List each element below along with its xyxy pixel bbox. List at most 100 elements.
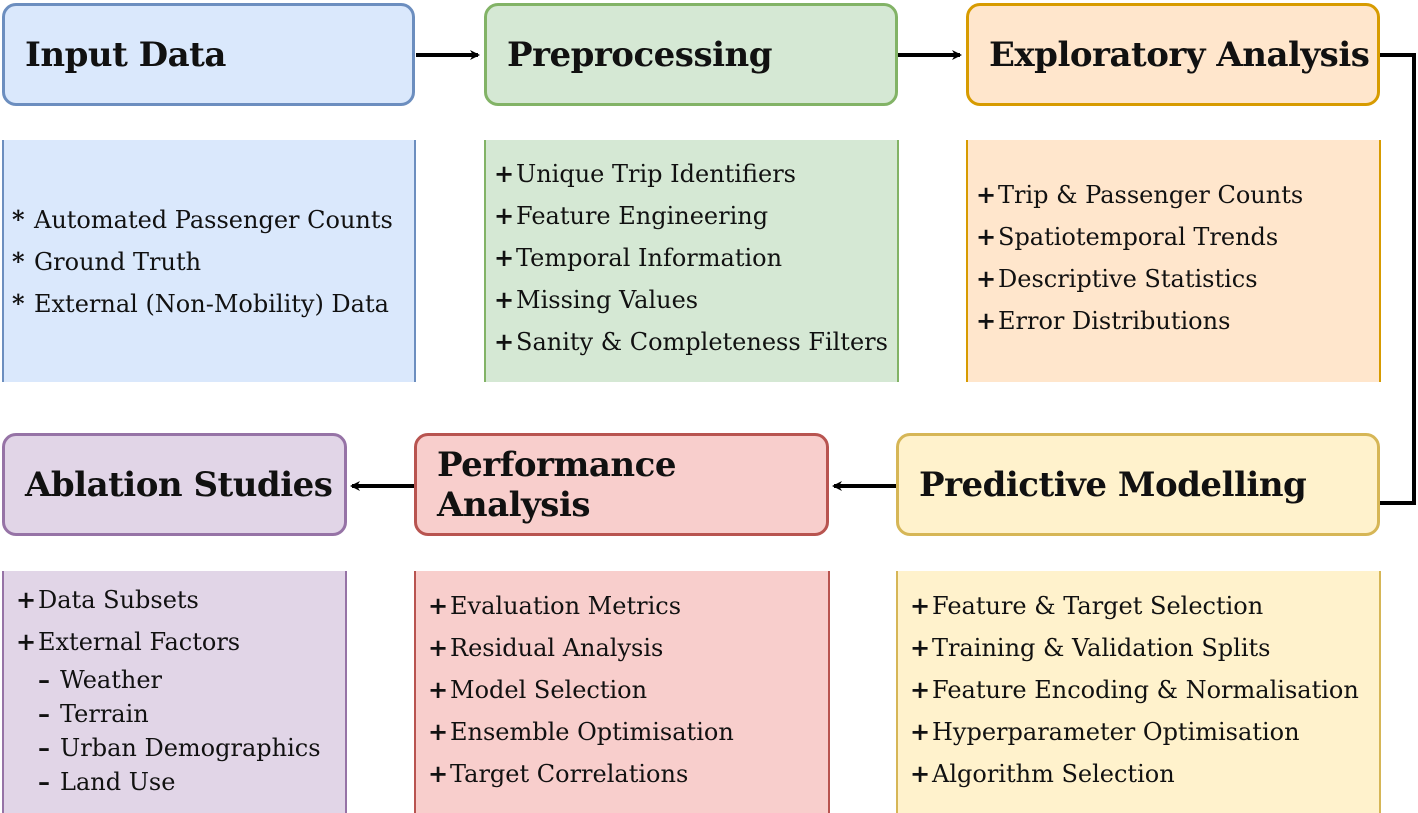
list-item-text: Unique Trip Identifiers xyxy=(516,160,796,188)
stage-ablation-details: +Data Subsets+External Factors–Weather–T… xyxy=(2,571,347,813)
bullet-marker: + xyxy=(16,585,37,614)
list-item: +Error Distributions xyxy=(976,300,1379,342)
stage-exploratory-title: Exploratory Analysis xyxy=(989,34,1370,75)
stage-input-title: Input Data xyxy=(25,34,226,75)
list-item: * External (Non-Mobility) Data xyxy=(12,283,414,325)
list-item-text: Urban Demographics xyxy=(60,734,321,762)
list-item-text: Spatiotemporal Trends xyxy=(998,223,1279,251)
bullet-marker: + xyxy=(494,159,515,188)
stage-predictive-title: Predictive Modelling xyxy=(919,464,1307,505)
list-item-text: Descriptive Statistics xyxy=(998,265,1258,293)
list-item: +Model Selection xyxy=(428,669,828,711)
list-item-text: Target Correlations xyxy=(450,760,689,788)
list-item-text: Training & Validation Splits xyxy=(932,634,1271,662)
stage-exploratory-header: Exploratory Analysis xyxy=(966,3,1380,106)
list-item: +Algorithm Selection xyxy=(910,753,1379,795)
list-item-text: Temporal Information xyxy=(516,244,783,272)
bullet-marker: + xyxy=(910,591,931,620)
bullet-marker: + xyxy=(494,327,515,356)
list-item-text: Evaluation Metrics xyxy=(450,592,682,620)
bullet-marker: + xyxy=(428,759,449,788)
bullet-marker: + xyxy=(976,180,997,209)
bullet-marker: + xyxy=(494,285,515,314)
list-item-text: Feature Encoding & Normalisation xyxy=(932,676,1359,704)
list-item: *Automated Passenger Counts xyxy=(12,199,414,241)
list-item: +Feature Engineering xyxy=(494,195,897,237)
list-item-text: Terrain xyxy=(60,700,149,728)
bullet-marker: * xyxy=(12,247,25,276)
bullet-marker: – xyxy=(38,767,50,796)
bullet-marker: + xyxy=(16,627,37,656)
list-item: +Feature & Target Selection xyxy=(910,585,1379,627)
list-item-text: Residual Analysis xyxy=(450,634,664,662)
list-item: +Unique Trip Identifiers xyxy=(494,153,897,195)
sub-list-item: –Land Use xyxy=(16,765,345,799)
stage-preprocessing-title: Preprocessing xyxy=(507,34,773,75)
bullet-marker: + xyxy=(910,717,931,746)
list-item-text: Ensemble Optimisation xyxy=(450,718,734,746)
bullet-marker: – xyxy=(38,699,50,728)
list-item-text: External (Non-Mobility) Data xyxy=(34,290,389,318)
bullet-marker: + xyxy=(910,759,931,788)
list-item: +Feature Encoding & Normalisation xyxy=(910,669,1379,711)
bullet-marker: + xyxy=(976,222,997,251)
list-item: +Hyperparameter Optimisation xyxy=(910,711,1379,753)
list-item: +External Factors xyxy=(16,621,345,663)
list-item-text: Feature Engineering xyxy=(516,202,769,230)
list-item-text: Sanity & Completeness Filters xyxy=(516,328,888,356)
bullet-marker: * xyxy=(12,205,25,234)
bullet-marker: + xyxy=(428,717,449,746)
stage-ablation-header: Ablation Studies xyxy=(2,433,347,536)
list-item-text: External Factors xyxy=(38,628,241,656)
list-item-text: Land Use xyxy=(60,768,176,796)
list-item-text: Trip & Passenger Counts xyxy=(998,181,1304,209)
bullet-marker: + xyxy=(976,264,997,293)
stage-exploratory-details: +Trip & Passenger Counts+Spatiotemporal … xyxy=(966,140,1381,382)
sub-list-item: –Urban Demographics xyxy=(16,731,345,765)
list-item: +Descriptive Statistics xyxy=(976,258,1379,300)
stage-preprocessing-details: +Unique Trip Identifiers+Feature Enginee… xyxy=(484,140,899,382)
stage-performance-title: Performance Analysis xyxy=(437,444,676,525)
list-item: +Ensemble Optimisation xyxy=(428,711,828,753)
list-item: +Target Correlations xyxy=(428,753,828,795)
stage-input-details: *Automated Passenger Counts*Ground Truth… xyxy=(2,140,416,382)
stage-predictive-details: +Feature & Target Selection+Training & V… xyxy=(896,571,1381,813)
list-item-text: Weather xyxy=(60,666,162,694)
list-item: +Data Subsets xyxy=(16,579,345,621)
list-item: +Training & Validation Splits xyxy=(910,627,1379,669)
stage-input-header: Input Data xyxy=(2,3,415,106)
list-item: +Temporal Information xyxy=(494,237,897,279)
bullet-marker: + xyxy=(976,306,997,335)
list-item: +Missing Values xyxy=(494,279,897,321)
stage-ablation-title: Ablation Studies xyxy=(25,464,333,505)
bullet-marker: * xyxy=(12,289,25,318)
bullet-marker: – xyxy=(38,733,50,762)
list-item: +Evaluation Metrics xyxy=(428,585,828,627)
list-item-text: Hyperparameter Optimisation xyxy=(932,718,1300,746)
list-item-text: Ground Truth xyxy=(34,248,202,276)
list-item: +Trip & Passenger Counts xyxy=(976,174,1379,216)
list-item-text: Feature & Target Selection xyxy=(932,592,1264,620)
list-item: * Ground Truth xyxy=(12,241,414,283)
arrow-exploratory-to-predictive xyxy=(1380,53,1416,505)
bullet-marker: + xyxy=(910,633,931,662)
bullet-marker: + xyxy=(910,675,931,704)
list-item-text: Missing Values xyxy=(516,286,699,314)
list-item: +Spatiotemporal Trends xyxy=(976,216,1379,258)
bullet-marker: + xyxy=(428,591,449,620)
stage-preprocessing-header: Preprocessing xyxy=(484,3,898,106)
bullet-marker: + xyxy=(428,633,449,662)
list-item-text: Data Subsets xyxy=(38,586,199,614)
sub-list-item: –Weather xyxy=(16,663,345,697)
stage-performance-header: Performance Analysis xyxy=(414,433,829,536)
list-item-text: Error Distributions xyxy=(998,307,1231,335)
list-item-text: Algorithm Selection xyxy=(932,760,1175,788)
list-item: +Residual Analysis xyxy=(428,627,828,669)
list-item: +Sanity & Completeness Filters xyxy=(494,321,897,363)
bullet-marker: + xyxy=(428,675,449,704)
list-item-text: Model Selection xyxy=(450,676,648,704)
stage-performance-details: +Evaluation Metrics+Residual Analysis+Mo… xyxy=(414,571,830,813)
bullet-marker: – xyxy=(38,665,50,694)
stage-predictive-header: Predictive Modelling xyxy=(896,433,1380,536)
